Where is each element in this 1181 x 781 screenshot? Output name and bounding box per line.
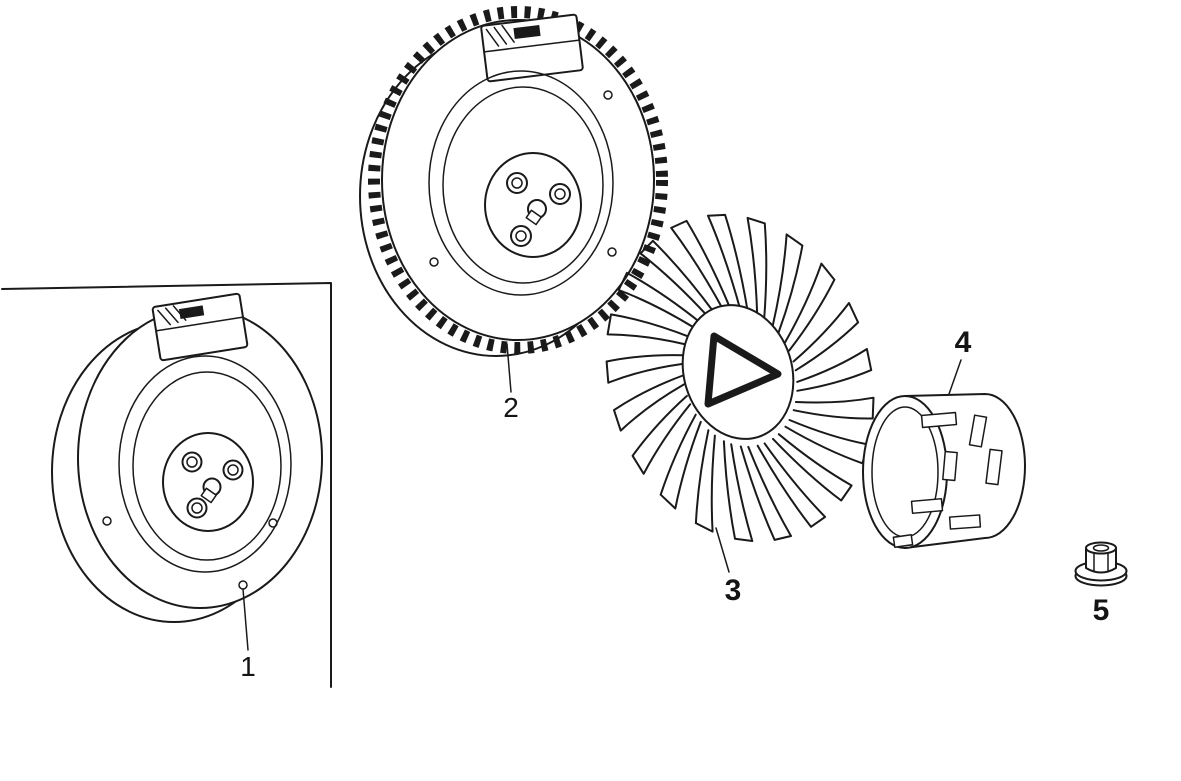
fan-blade (796, 348, 873, 392)
fan-blade (784, 262, 836, 352)
fan-blade (771, 233, 804, 334)
callout-5: 5 (1093, 594, 1110, 627)
fan-blade (659, 413, 702, 510)
fan-blade (639, 239, 716, 318)
fan-blade (670, 219, 732, 312)
leader-line-3 (715, 527, 730, 573)
part-fan-cover-cup (862, 393, 1026, 549)
fan-blade (756, 442, 827, 528)
fan-blade (746, 216, 768, 321)
key-slot (525, 209, 542, 226)
vent-slot (985, 448, 1003, 486)
leader-line-1 (242, 588, 249, 651)
part-flange-nut (1074, 541, 1128, 587)
magnet-block (151, 292, 249, 362)
fan-blade (707, 213, 749, 313)
frame-bracket (1, 282, 332, 688)
key-slot (200, 487, 217, 504)
leader-line-2 (506, 343, 512, 393)
part-flywheel-ring-gear (359, 6, 668, 357)
vent-slot (920, 411, 958, 429)
part-cooling-fan (605, 213, 875, 542)
fan-blade (739, 445, 792, 541)
fan-blade (722, 440, 754, 542)
callout-1: 1 (240, 651, 256, 682)
fan-hub-triangle (704, 332, 782, 408)
rim-notch (892, 534, 914, 548)
hub (162, 432, 254, 532)
callout-2: 2 (503, 392, 519, 423)
fan-blade (613, 374, 685, 432)
fan-blade (617, 271, 702, 330)
vent-slot (942, 450, 958, 482)
magnet-block (480, 13, 584, 83)
nut-bore (1092, 544, 1110, 552)
fan-blade (606, 313, 691, 346)
fan-blade (694, 429, 716, 533)
fan-blades (605, 213, 875, 542)
fan-blade (792, 302, 860, 372)
fan-blade (792, 396, 875, 420)
callout-3: 3 (725, 574, 742, 607)
ring-gear-teeth (368, 6, 668, 354)
vent-slot (948, 514, 982, 530)
fan-blade (605, 354, 685, 384)
part-flywheel (51, 292, 323, 623)
vent-slot (968, 414, 988, 448)
hub (484, 152, 582, 258)
leader-line-4 (948, 359, 962, 395)
callout-4: 4 (955, 326, 972, 359)
fan-blade (772, 433, 853, 502)
fan-blade (784, 419, 870, 465)
fan-blade (631, 394, 692, 475)
vent-slot (910, 497, 944, 515)
